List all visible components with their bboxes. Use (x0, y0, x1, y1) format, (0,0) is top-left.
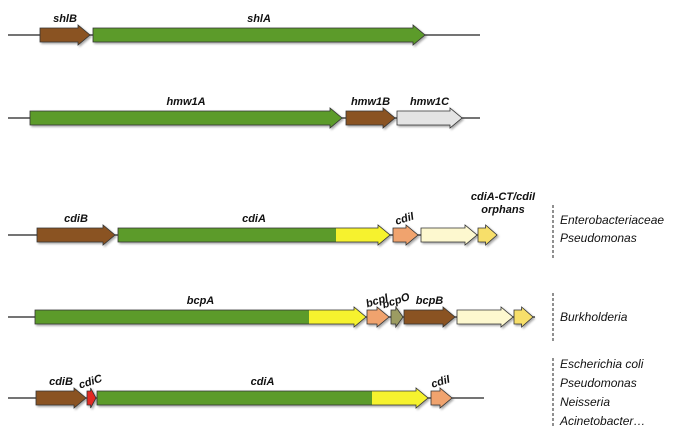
gene-arrow-cdib (35, 387, 87, 409)
gene-arrow-unlabeled-5 (456, 306, 514, 328)
operon-3: cdiB cdiA cdiI cdiA-CT/cdiIorphansEnterobac… (8, 191, 664, 258)
gene-arrow-bcpa (34, 306, 367, 328)
gene-label-cdii: cdiI (430, 373, 453, 391)
gene-arrow-unlabeled-4 (420, 224, 478, 246)
operon-1: shlB shlA (8, 13, 480, 46)
gene-domain-ct (336, 225, 390, 245)
gene-label-shla: shlA (247, 13, 271, 25)
gene-arrow-hmw1c (396, 107, 463, 129)
gene-label-cdib: cdiB (49, 376, 73, 388)
gene-arrow-shla (92, 24, 426, 46)
organism-label: Neisseria (560, 395, 610, 409)
gene-arrow-bcpb (403, 306, 456, 328)
gene-domain-main (97, 388, 372, 408)
organism-label: Burkholderia (560, 310, 628, 324)
organism-label: Pseudomonas (560, 231, 637, 245)
gene-arrow-cdii (392, 224, 419, 246)
organism-label: Pseudomonas (560, 376, 637, 390)
gene-arrow-hmw1a (29, 107, 343, 129)
orphans-annotation: orphans (481, 204, 524, 216)
gene-arrow-shlb (39, 24, 91, 46)
gene-domain-main (35, 307, 309, 327)
gene-arrow-cdia (117, 224, 391, 246)
gene-label-bcpa: bcpA (187, 295, 215, 307)
organism-label: Enterobacteriaceae (560, 213, 664, 227)
gene-label-bcpb: bcpB (416, 295, 444, 307)
gene-arrow-unlabeled-6 (513, 306, 534, 328)
gene-arrow-bcpo (390, 305, 404, 329)
gene-label-hmw1b: hmw1B (351, 96, 390, 108)
operon-2: hmw1A hmw1B hmw1C (8, 96, 480, 129)
gene-domain-ct (309, 307, 366, 327)
organism-label: Acinetobacter… (559, 414, 645, 428)
gene-arrow-cdia (96, 387, 429, 409)
gene-label-cdii: cdiI (394, 210, 417, 228)
gene-arrow-cdii (430, 387, 453, 409)
gene-label-cdia: cdiA (242, 213, 266, 225)
gene-label-hmw1a: hmw1A (166, 96, 205, 108)
gene-label-cdib: cdiB (64, 213, 88, 225)
gene-domain-ct (372, 388, 428, 408)
gene-arrow-bcpi (366, 306, 390, 328)
gene-arrow-cdib (36, 224, 116, 246)
organism-label: Escherichia coli (560, 357, 644, 371)
gene-arrow-unlabeled-5 (477, 224, 498, 246)
gene-label-shlb: shlB (53, 13, 77, 25)
gene-domain-main (118, 225, 336, 245)
gene-arrow-cdic (86, 387, 97, 409)
gene-label-hmw1c: hmw1C (410, 96, 450, 108)
gene-label-cdia: cdiA (251, 376, 275, 388)
orphans-annotation: cdiA-CT/cdiI (471, 191, 536, 203)
gene-arrow-hmw1b (345, 107, 396, 129)
